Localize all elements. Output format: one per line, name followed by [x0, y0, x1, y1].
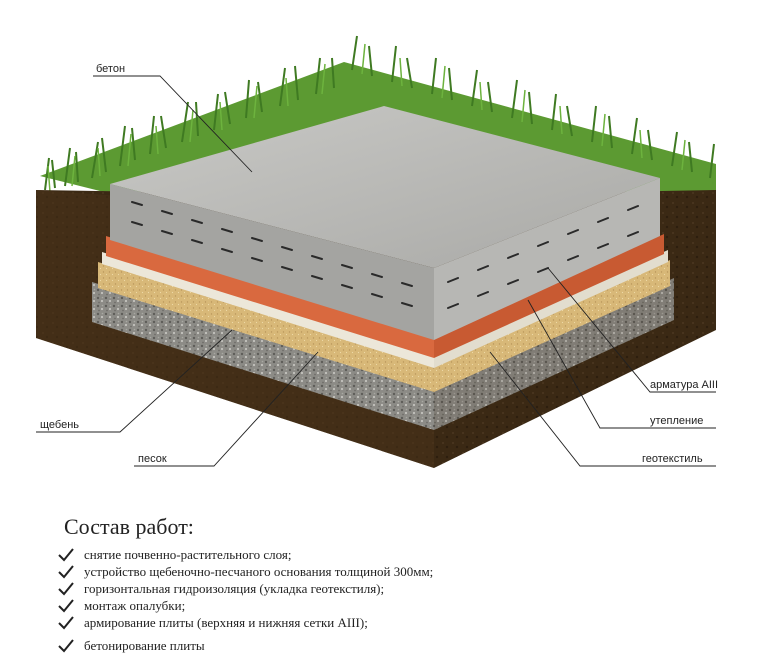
- checkmark-icon: [58, 638, 74, 652]
- checkmark-icon: [58, 615, 74, 629]
- label-sand: песок: [138, 453, 167, 465]
- list-item: горизонтальная гидроизоляция (укладка ге…: [58, 580, 738, 597]
- list-item: устройство щебеночно-песчаного основания…: [58, 563, 738, 580]
- label-gravel: щебень: [40, 419, 79, 431]
- leader-geotextile: [489, 351, 716, 467]
- list-item: бетонирование плиты: [58, 637, 738, 654]
- label-rebar: арматура AIII: [650, 379, 718, 391]
- list-item-text: бетонирование плиты: [84, 637, 205, 653]
- leader-concrete: [93, 75, 253, 173]
- label-insulation: утепление: [650, 415, 703, 427]
- leader-sand: [134, 351, 319, 467]
- leader-rebar: [547, 267, 716, 393]
- list-item-text: армирование плиты (верхняя и нижняя сетк…: [84, 614, 368, 630]
- checkmark-icon: [58, 581, 74, 595]
- leader-lines: [36, 75, 716, 467]
- list-item: армирование плиты (верхняя и нижняя сетк…: [58, 614, 738, 631]
- geotextile-layer: [102, 250, 668, 368]
- list-item-text: снятие почвенно-растительного слоя;: [84, 546, 292, 562]
- gravel-layer: [92, 278, 674, 430]
- works-title: Состав работ:: [64, 514, 194, 539]
- rebar-marks: [131, 201, 639, 309]
- list-item: снятие почвенно-растительного слоя;: [58, 546, 738, 563]
- label-geotextile: геотекстиль: [642, 453, 703, 465]
- leader-gravel: [36, 329, 233, 433]
- leader-insulation: [527, 299, 716, 429]
- list-item-text: устройство щебеночно-песчаного основания…: [84, 563, 434, 579]
- insulation-layer: [106, 234, 664, 358]
- checkmark-icon: [58, 564, 74, 578]
- checkmark-icon: [58, 598, 74, 612]
- list-item: монтаж опалубки;: [58, 597, 738, 614]
- works-list: снятие почвенно-растительного слоя;устро…: [58, 546, 738, 654]
- sand-layer: [98, 260, 670, 392]
- list-item-text: монтаж опалубки;: [84, 597, 186, 613]
- concrete-slab: [110, 106, 660, 340]
- checkmark-icon: [58, 547, 74, 561]
- list-item-text: горизонтальная гидроизоляция (укладка ге…: [84, 580, 385, 596]
- label-concrete: бетон: [96, 63, 125, 75]
- works-section: Состав работ: снятие почвенно-растительн…: [58, 514, 738, 654]
- slab-foundation-diagram: бетон арматура AIII утепление геотекстил…: [36, 35, 718, 468]
